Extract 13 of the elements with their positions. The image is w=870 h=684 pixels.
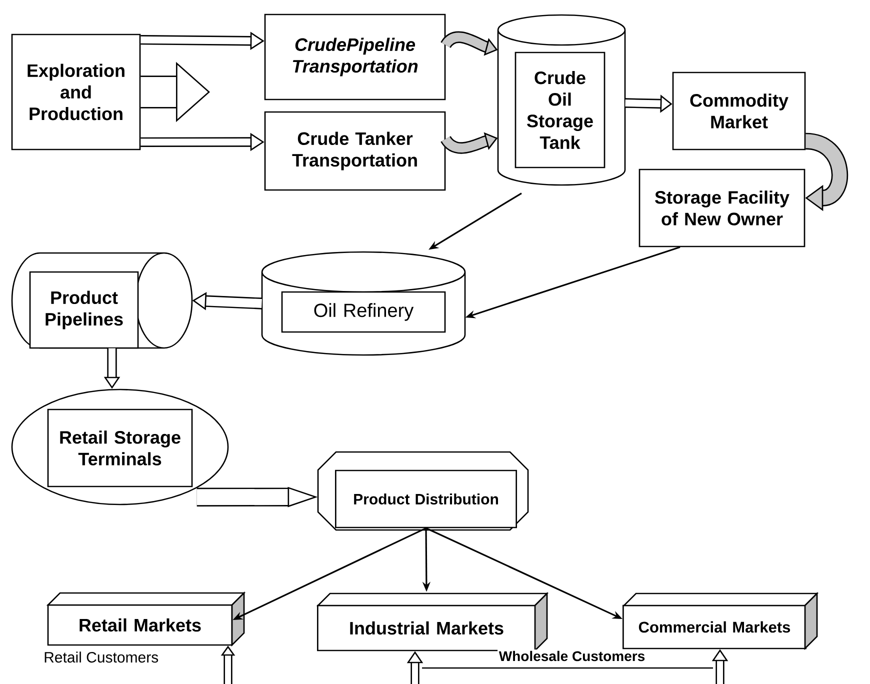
text-box: Exploration and Production: [11, 34, 141, 150]
text-box: Commodity Market: [672, 72, 806, 150]
text-box: Product Distribution: [335, 470, 517, 528]
text-box: Oil Refinery: [281, 291, 446, 333]
text-box: CrudePipeline Transportation: [264, 14, 446, 100]
text-box: Crude Tanker Transportation: [264, 111, 446, 191]
block-arrow: [804, 132, 848, 212]
text-box: Retail Storage Terminals: [47, 408, 193, 488]
label-text: Wholesale Customers: [498, 650, 646, 662]
text-box: Crude Oil Storage Tank: [514, 52, 606, 168]
text-box: Storage Facility of New Owner: [638, 168, 806, 248]
label-text: Retail Customers: [44, 652, 158, 663]
text-box: Product Pipelines: [29, 271, 139, 349]
